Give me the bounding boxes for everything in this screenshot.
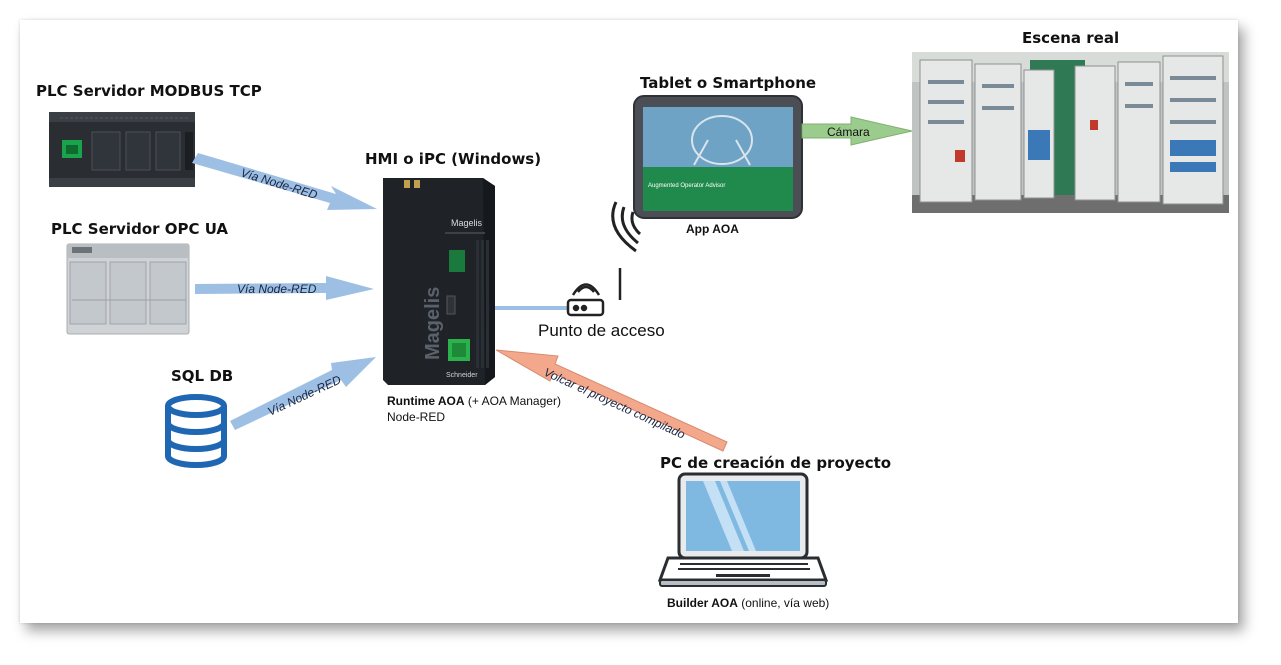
hmi-vertical-brand: Magelis	[422, 287, 444, 360]
edge-sql-label: Vía Node-RED	[265, 372, 343, 418]
tablet-device-icon: Augmented Operator Advisor	[633, 95, 803, 219]
laptop-icon	[657, 472, 829, 587]
hmi-device-icon: Magelis Magelis Schneider	[383, 178, 495, 385]
edge-camera: Cámara	[801, 116, 913, 146]
edge-modbus-label: Vía Node-RED	[239, 165, 319, 202]
edge-deploy-label: Volcar el proyecto compilado	[542, 365, 688, 442]
hmi-title: HMI o iPC (Windows)	[365, 150, 541, 168]
pc-title: PC de creación de proyecto	[660, 454, 891, 472]
plc-opc-device-icon	[66, 243, 190, 335]
plc-modbus-device-icon	[49, 112, 195, 187]
plc-opc-node: PLC Servidor OPC UA	[51, 220, 228, 335]
pc-node: PC de creación de proyecto Builder AOA (…	[657, 454, 891, 610]
plc-opc-title: PLC Servidor OPC UA	[51, 220, 228, 238]
electrical-cabinets-photo	[912, 52, 1229, 213]
plc-modbus-title: PLC Servidor MODBUS TCP	[36, 82, 262, 100]
edge-camera-label: Cámara	[827, 125, 870, 139]
plc-modbus-node: PLC Servidor MODBUS TCP	[36, 82, 262, 187]
sql-db-node: SQL DB	[165, 367, 233, 468]
access-point-label: Punto de acceso	[538, 321, 665, 340]
real-scene-title: Escena real	[1022, 29, 1119, 47]
edge-sql: Vía Node-RED	[230, 357, 376, 430]
pc-caption: Builder AOA (online, vía web)	[667, 596, 829, 610]
hmi-maker-label: Schneider	[446, 372, 478, 379]
tablet-node: Tablet o Smartphone Augmented Operator A…	[611, 74, 816, 253]
database-icon	[165, 394, 227, 468]
hmi-runtime-caption: Runtime AOA (+ AOA Manager)	[387, 394, 561, 408]
access-point-node: Punto de acceso	[495, 268, 665, 340]
tablet-caption: App AOA	[686, 222, 739, 236]
real-scene-node: Escena real	[912, 29, 1229, 213]
hmi-node: HMI o iPC (Windows) Magelis Magelis Schn…	[365, 150, 561, 424]
tablet-title: Tablet o Smartphone	[640, 74, 816, 92]
router-icon	[566, 268, 622, 317]
edge-opc-label: Vía Node-RED	[237, 282, 317, 296]
edge-opc: Vía Node-RED	[195, 276, 374, 300]
tablet-screen-text: Augmented Operator Advisor	[648, 183, 725, 189]
edge-modbus: Vía Node-RED	[192, 153, 377, 210]
wireless-signal-icon	[611, 201, 642, 253]
sql-db-title: SQL DB	[171, 367, 233, 385]
hmi-runtime-line2: Node-RED	[387, 410, 445, 424]
hmi-brand-label: Magelis	[451, 218, 483, 228]
